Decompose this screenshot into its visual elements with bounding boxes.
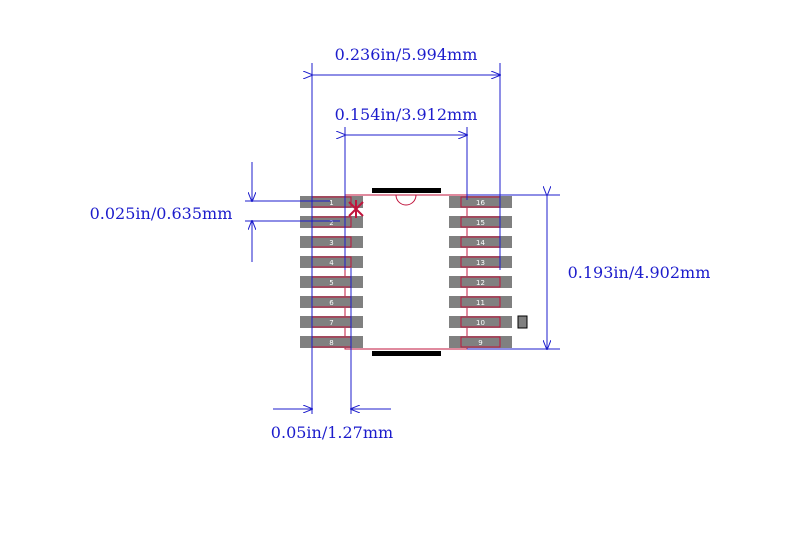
left-pad-6 (300, 296, 363, 308)
pin-number-6: 6 (329, 299, 334, 307)
right-lead-outline-11 (460, 296, 501, 308)
right-pads: 16 15 14 13 12 11 10 9 (449, 196, 512, 348)
pin-number-12: 12 (476, 279, 485, 287)
left-pad-5 (300, 276, 363, 288)
pin1-notch (395, 194, 417, 206)
right-pad-9 (449, 336, 512, 348)
chip-body-outline (344, 194, 468, 350)
pin-number-9: 9 (478, 339, 482, 347)
body-edge-bottom (372, 351, 441, 356)
right-pad-14 (449, 236, 512, 248)
pad-width-label: 0.025in/0.635mm (90, 204, 233, 223)
left-pad-2 (300, 216, 363, 228)
right-lead-outline-9 (460, 336, 501, 348)
right-pad-11 (449, 296, 512, 308)
pin-number-3: 3 (329, 239, 333, 247)
pin-number-2: 2 (329, 219, 333, 227)
left-pad-1 (300, 196, 363, 208)
right-pad-10 (449, 316, 512, 328)
right-lead-outline-10 (460, 316, 501, 328)
pin-number-14: 14 (476, 239, 485, 247)
overall-width-label: 0.236in/5.994mm (335, 45, 478, 64)
pin-number-11: 11 (476, 299, 485, 307)
right-pad-15 (449, 216, 512, 228)
pin1-marker-icon (348, 200, 364, 218)
right-pad-16 (449, 196, 512, 208)
orientation-mark (517, 315, 528, 329)
pin-number-7: 7 (329, 319, 333, 327)
body-width-label: 0.154in/3.912mm (335, 105, 478, 124)
right-lead-outline-12 (460, 276, 501, 288)
pin-number-13: 13 (476, 259, 485, 267)
body-length-label: 0.193in/4.902mm (568, 263, 711, 282)
left-pads: 1 2 3 4 5 6 7 8 (300, 196, 363, 348)
pin-number-4: 4 (329, 259, 334, 267)
left-pad-8 (300, 336, 363, 348)
left-pad-4 (300, 256, 363, 268)
pin-number-5: 5 (329, 279, 333, 287)
pin-number-10: 10 (476, 319, 485, 327)
pin-number-15: 15 (476, 219, 485, 227)
left-pad-3 (300, 236, 363, 248)
left-pad-7 (300, 316, 363, 328)
pin-number-16: 16 (476, 199, 485, 207)
pin-number-1: 1 (329, 199, 333, 207)
pitch-label: 0.05in/1.27mm (271, 423, 393, 442)
body-edge-top (372, 188, 441, 193)
pin-number-8: 8 (329, 339, 333, 347)
right-pad-13 (449, 256, 512, 268)
right-pad-12 (449, 276, 512, 288)
